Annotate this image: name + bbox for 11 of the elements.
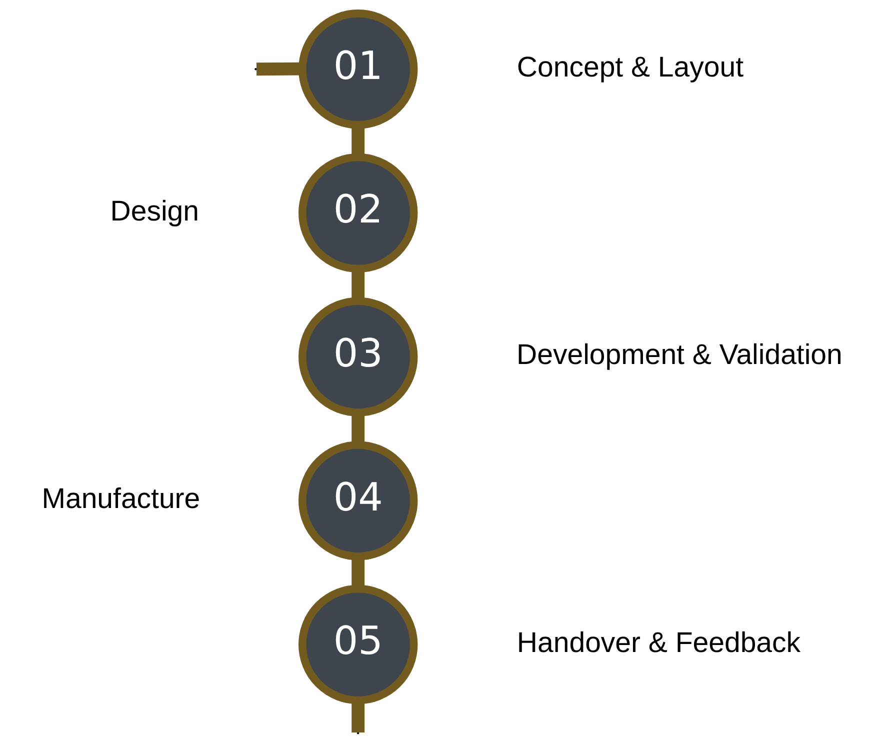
node-label: Design — [110, 195, 198, 228]
node-label: Handover & Feedback — [516, 626, 800, 659]
node-label: Development & Validation — [516, 339, 842, 372]
node-circle: 01 — [298, 10, 418, 129]
node-circle: 04 — [298, 441, 418, 560]
node-circle: 03 — [298, 297, 418, 416]
node-circle: 05 — [298, 584, 418, 704]
connector — [256, 62, 302, 76]
node-circle: 02 — [298, 153, 418, 273]
node-label: Concept & Layout — [516, 51, 744, 84]
node-label: Manufacture — [41, 482, 200, 515]
